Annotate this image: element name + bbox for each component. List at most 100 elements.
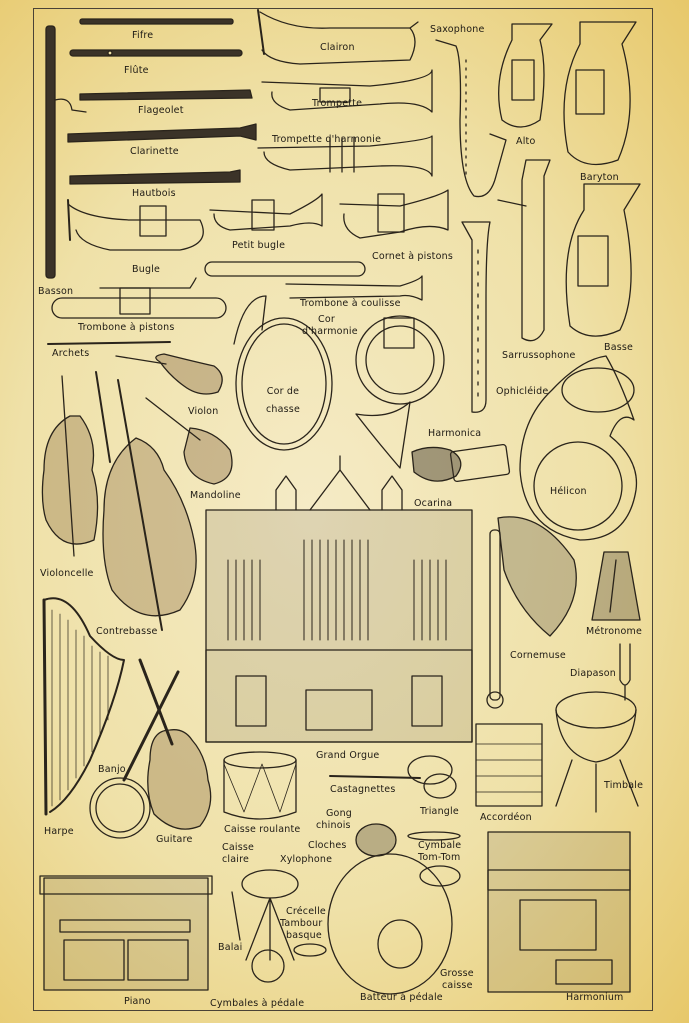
- label-harmonica: Harmonica: [428, 428, 482, 439]
- cor-chasse-drawing: [233, 295, 333, 451]
- contrebasse-drawing: [102, 379, 197, 631]
- label-archets: Archets: [52, 348, 90, 359]
- baryton-drawing: [563, 21, 637, 166]
- banjo-drawing: [89, 670, 180, 839]
- label-cor-chasse-1: Cor de: [266, 386, 300, 397]
- trombone-pistons-drawing: [51, 277, 227, 319]
- mandoline-drawing: [145, 397, 233, 485]
- diapason-drawing: [619, 643, 631, 701]
- label-batteur-pedale: Batteur à pédale: [360, 992, 443, 1003]
- clarinette-drawing: [67, 123, 257, 143]
- harpe-drawing: [42, 597, 125, 816]
- label-saxophone: Saxophone: [430, 24, 485, 35]
- label-cymbales-pedale: Cymbales à pédale: [210, 998, 305, 1009]
- ophicleide-drawing: [461, 221, 491, 413]
- label-tambour-1: Tambour: [280, 918, 323, 929]
- label-violoncelle: Violoncelle: [40, 568, 94, 579]
- label-mandoline: Mandoline: [190, 490, 241, 501]
- flute-drawing: [69, 49, 243, 57]
- basson-drawing: [45, 25, 87, 279]
- label-cor-harmonie-2: d'harmonie: [302, 326, 358, 337]
- label-helicon: Hélicon: [550, 486, 587, 497]
- label-harpe: Harpe: [44, 826, 74, 837]
- cor-harmonie-drawing: [355, 315, 445, 469]
- hautbois-drawing: [69, 169, 241, 185]
- label-triangle: Triangle: [420, 806, 459, 817]
- label-flute: Flûte: [124, 65, 149, 76]
- label-balai: Balai: [218, 942, 243, 953]
- label-contrebasse: Contrebasse: [96, 626, 158, 637]
- helicon-drawing: [519, 355, 638, 541]
- label-gong-1: Gong: [326, 808, 353, 819]
- sarrussophone-drawing: [497, 159, 551, 342]
- guitare-drawing: [138, 658, 212, 830]
- label-cor-harmonie-1: Cor: [318, 314, 335, 325]
- label-crecelle: Crécelle: [286, 906, 326, 917]
- label-cornet-pistons: Cornet à pistons: [372, 251, 453, 262]
- alto-drawing: [498, 23, 553, 128]
- petit-bugle-drawing: [209, 193, 323, 231]
- label-guitare: Guitare: [156, 834, 193, 845]
- label-ophicleide: Ophicléide: [496, 386, 549, 397]
- label-basson: Basson: [38, 286, 74, 297]
- grand-orgue-drawing: [205, 455, 473, 743]
- castagnettes-drawing: [329, 755, 457, 799]
- trompette-drawing: [261, 69, 433, 113]
- bugle-drawing: [67, 199, 204, 251]
- label-xylophone: Xylophone: [280, 854, 333, 865]
- label-cymbale-1: Cymbale: [418, 840, 462, 851]
- clairon-drawing: [257, 9, 419, 65]
- fifre-drawing: [79, 18, 234, 25]
- cornet-drawing: [339, 189, 449, 239]
- label-cymbale-2: Tom-Tom: [418, 852, 461, 863]
- timbale-drawing: [555, 691, 639, 813]
- batterie-drawing: [231, 823, 461, 995]
- label-diapason: Diapason: [570, 668, 617, 679]
- label-sarrussophone: Sarrussophone: [502, 350, 576, 361]
- label-clarinette: Clarinette: [130, 146, 179, 157]
- label-metronome: Métronome: [586, 626, 643, 637]
- plate-border: [33, 8, 653, 1011]
- label-banjo: Banjo: [98, 764, 126, 775]
- trompette-harmonie-drawing: [257, 135, 433, 177]
- label-caisse-roulante: Caisse roulante: [224, 824, 301, 835]
- caisse-roulante-drawing: [223, 751, 297, 820]
- label-hautbois: Hautbois: [132, 188, 176, 199]
- label-gong-2: chinois: [316, 820, 351, 831]
- piano-drawing: [39, 875, 213, 991]
- label-grosse-1: Grosse: [440, 968, 474, 979]
- label-violon: Violon: [188, 406, 219, 417]
- label-caisse-claire-1: Caisse: [222, 842, 255, 853]
- label-grosse-2: caisse: [442, 980, 473, 991]
- basse-drawing: [565, 183, 641, 337]
- label-flageolet: Flageolet: [138, 105, 184, 116]
- archets-drawing: [47, 341, 171, 463]
- trombone-coulisse-drawing: [204, 261, 423, 301]
- label-basse: Basse: [604, 342, 634, 353]
- violoncelle-drawing: [41, 375, 99, 557]
- harmonica-drawing: [411, 443, 511, 483]
- flageolet-drawing: [79, 89, 253, 101]
- label-trompette-harmonie: Trompette d'harmonie: [272, 134, 382, 145]
- label-petit-bugle: Petit bugle: [232, 240, 286, 251]
- label-trombone-pistons: Trombone à pistons: [78, 322, 175, 333]
- label-castagnettes: Castagnettes: [330, 784, 396, 795]
- label-caisse-claire-2: claire: [222, 854, 250, 865]
- label-bugle: Bugle: [132, 264, 161, 275]
- label-timbale: Timbale: [604, 780, 644, 791]
- metronome-drawing: [591, 551, 641, 621]
- cornemuse-drawing: [486, 516, 577, 709]
- label-alto: Alto: [516, 136, 536, 147]
- label-clairon: Clairon: [320, 42, 355, 53]
- label-cornemuse: Cornemuse: [510, 650, 566, 661]
- accordeon-drawing: [475, 723, 543, 807]
- saxophone-drawing: [435, 39, 507, 198]
- label-ocarina: Ocarina: [414, 498, 453, 509]
- label-trombone-coulisse: Trombone à coulisse: [300, 298, 401, 309]
- harmonium-drawing: [487, 831, 631, 993]
- label-trompette: Trompette: [312, 98, 363, 109]
- label-cloches: Cloches: [308, 840, 347, 851]
- label-accordeon: Accordéon: [480, 812, 532, 823]
